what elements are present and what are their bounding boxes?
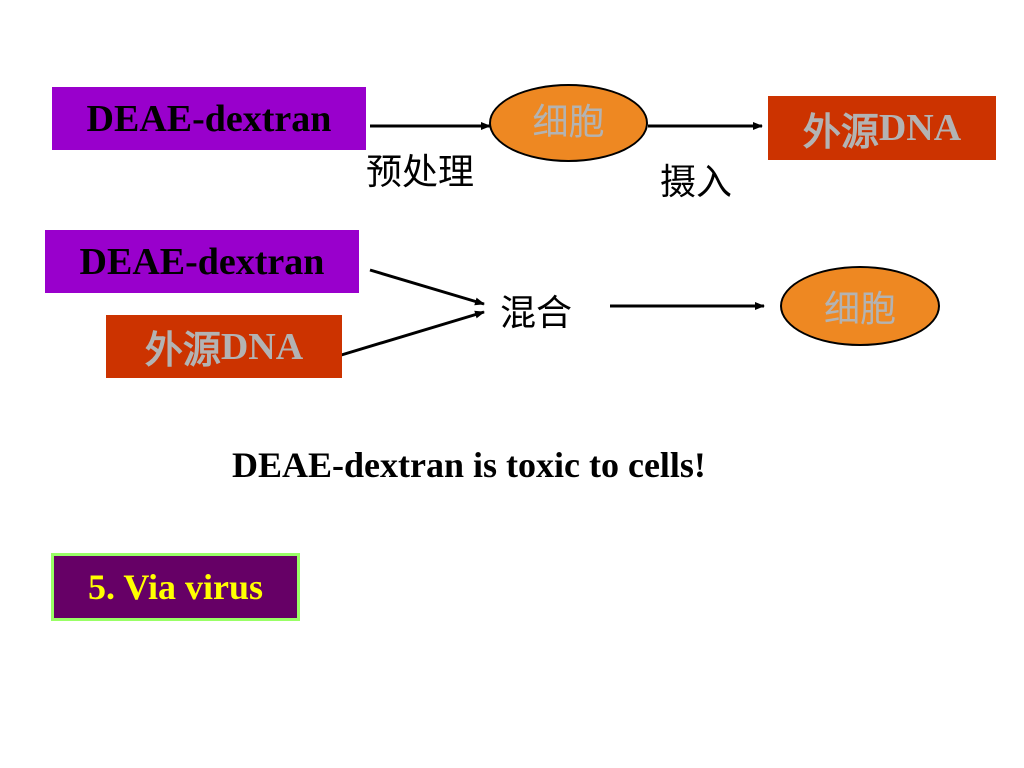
- reagent-box-mix: DEAE-dextran: [45, 230, 359, 293]
- cell-ellipse-mix: 细胞: [780, 266, 940, 346]
- dna-latin-label-mix: DNA: [220, 325, 304, 368]
- via-virus-label: 5. Via virus: [87, 567, 264, 607]
- cell-label-mix: 细胞: [823, 289, 896, 330]
- reagent-label: DEAE-dextran: [86, 97, 332, 140]
- reagent-label-mix: DEAE-dextran: [79, 240, 325, 283]
- arrow-dna-to-mix: [337, 310, 485, 358]
- arrow-dextran-to-mix: [369, 268, 485, 306]
- mix-label: 混合: [500, 293, 573, 334]
- uptake-label: 摄入: [660, 162, 733, 203]
- cell-label: 细胞: [532, 102, 605, 143]
- pretreat-label: 预处理: [366, 152, 475, 193]
- cell-ellipse-pretreat: 细胞: [489, 84, 648, 162]
- toxicity-note: DEAE-dextran is toxic to cells!: [232, 445, 706, 485]
- dna-cn-label-mix: 外源: [144, 328, 221, 372]
- dna-cn-label: 外源: [802, 109, 879, 154]
- via-virus-box: 5. Via virus: [51, 553, 300, 621]
- dna-latin-label: DNA: [878, 107, 962, 149]
- reagent-box-pretreat: DEAE-dextran: [52, 87, 366, 150]
